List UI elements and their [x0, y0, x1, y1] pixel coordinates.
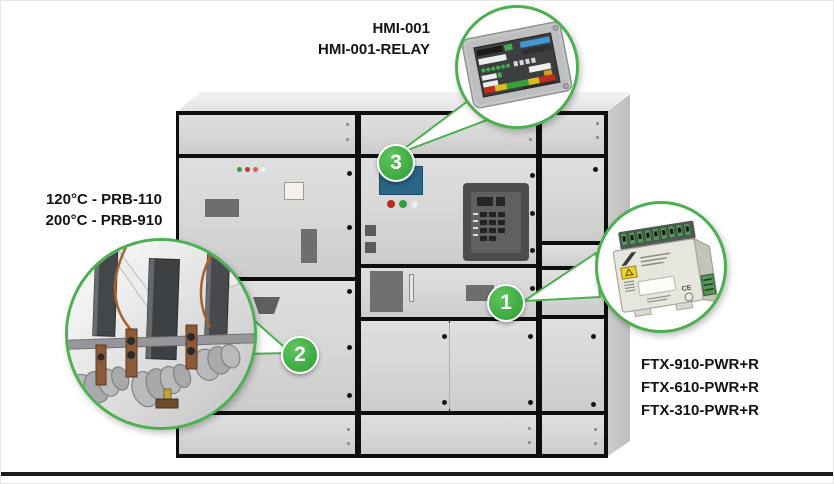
panel-mid-door-right	[450, 321, 536, 411]
relay-label-dash	[473, 227, 478, 229]
ftx-label-line3: FTX-310-PWR+R	[641, 402, 759, 419]
screw-icon	[591, 402, 596, 407]
relay-faceplate	[471, 192, 521, 253]
panel-left-bottom-strip	[179, 415, 355, 454]
hmi-label: HMI-001 HMI-001-RELAY	[258, 18, 430, 60]
screw-icon	[347, 442, 350, 445]
screw-icon	[347, 171, 352, 176]
screw-icon	[594, 428, 597, 431]
relay-button	[480, 220, 487, 225]
panel-right-3	[542, 270, 604, 315]
screw-icon	[530, 211, 535, 216]
hmi-touch-panel-image	[461, 21, 573, 109]
push-button	[284, 182, 304, 200]
pilot-light-green-icon	[399, 200, 407, 208]
relay-button	[489, 220, 496, 225]
screw-icon	[530, 173, 535, 178]
busbar-probe-image	[68, 241, 254, 427]
pilot-light-red-icon	[387, 200, 395, 208]
screw-icon	[347, 225, 352, 230]
ftx-label: FTX-910-PWR+R FTX-610-PWR+R FTX-310-PWR+…	[641, 353, 801, 422]
screw-icon	[347, 393, 352, 398]
relay-label-dash	[473, 220, 478, 222]
relay-button	[498, 220, 505, 225]
screw-icon	[593, 167, 598, 172]
screw-icon	[529, 138, 532, 141]
hmi-panel-inset	[455, 5, 579, 129]
callout-1: 1	[487, 284, 525, 322]
aux-switch-lower	[365, 242, 376, 253]
screw-icon	[530, 286, 535, 291]
vent-slot	[409, 274, 414, 302]
screw-icon	[347, 289, 352, 294]
screw-icon	[442, 334, 447, 339]
screw-icon	[594, 442, 597, 445]
screw-icon	[442, 400, 447, 405]
screw-icon	[596, 136, 599, 139]
relay-button	[498, 228, 505, 233]
hmi-label-line2: HMI-001-RELAY	[318, 41, 430, 58]
probe-label: 120°C - PRB-110 200°C - PRB-910	[31, 189, 177, 231]
screw-icon	[347, 345, 352, 350]
screw-icon	[346, 138, 349, 141]
panel-right-top-strip	[542, 115, 604, 154]
screw-icon	[530, 248, 535, 253]
panel-mid-door-left	[361, 321, 449, 411]
screw-icon	[596, 122, 599, 125]
probe-label-line1: 120°C - PRB-110	[45, 191, 163, 208]
callout-3-number: 3	[390, 151, 402, 174]
pilot-light-white-icon	[411, 201, 418, 208]
relay-button	[489, 236, 496, 241]
screw-icon	[591, 334, 596, 339]
panel-mid-bottom-strip	[361, 415, 536, 454]
relay-label-dash	[473, 213, 478, 215]
status-light-white-icon	[261, 167, 266, 172]
relay-button	[489, 212, 496, 217]
status-light-red2-icon	[253, 167, 258, 172]
ftx-module-inset: CE	[595, 201, 727, 333]
screw-icon	[347, 428, 350, 431]
relay-button	[498, 212, 505, 217]
page-bottom-rule	[1, 472, 833, 476]
ce-mark: CE	[681, 284, 692, 292]
ftx-label-line1: FTX-910-PWR+R	[641, 356, 759, 373]
busbar-probe-inset	[65, 238, 257, 430]
relay-button	[480, 212, 487, 217]
panel-left-top-strip	[179, 115, 355, 154]
screw-icon	[528, 400, 533, 405]
screw-icon	[528, 427, 531, 430]
screw-icon	[346, 123, 349, 126]
panel-right-bottom-strip	[542, 415, 604, 454]
relay-display-left	[477, 197, 493, 206]
callout-3: 3	[377, 144, 415, 182]
vent-window	[370, 271, 403, 312]
screw-icon	[528, 334, 533, 339]
protection-relay-unit	[463, 183, 529, 261]
callout-1-number: 1	[500, 291, 512, 314]
louver-vent-icon	[253, 297, 280, 314]
screw-icon	[591, 281, 596, 286]
label-window	[205, 199, 239, 217]
panel-right-4	[542, 319, 604, 411]
relay-button	[480, 228, 487, 233]
door-handle	[301, 229, 317, 263]
relay-label-dash	[473, 234, 478, 236]
status-light-green-icon	[237, 167, 242, 172]
aux-switch-upper	[365, 225, 376, 236]
callout-2: 2	[281, 336, 319, 374]
relay-button	[489, 228, 496, 233]
callout-2-number: 2	[294, 343, 306, 366]
status-light-red-icon	[245, 167, 250, 172]
relay-button	[480, 236, 487, 241]
probe-label-line2: 200°C - PRB-910	[45, 212, 163, 229]
screw-icon	[528, 441, 531, 444]
ftx-module-image: CE	[612, 220, 719, 318]
door-divider	[449, 323, 450, 409]
relay-display-right	[496, 197, 505, 206]
hmi-label-line1: HMI-001	[372, 20, 430, 37]
ftx-label-line2: FTX-610-PWR+R	[641, 379, 759, 396]
